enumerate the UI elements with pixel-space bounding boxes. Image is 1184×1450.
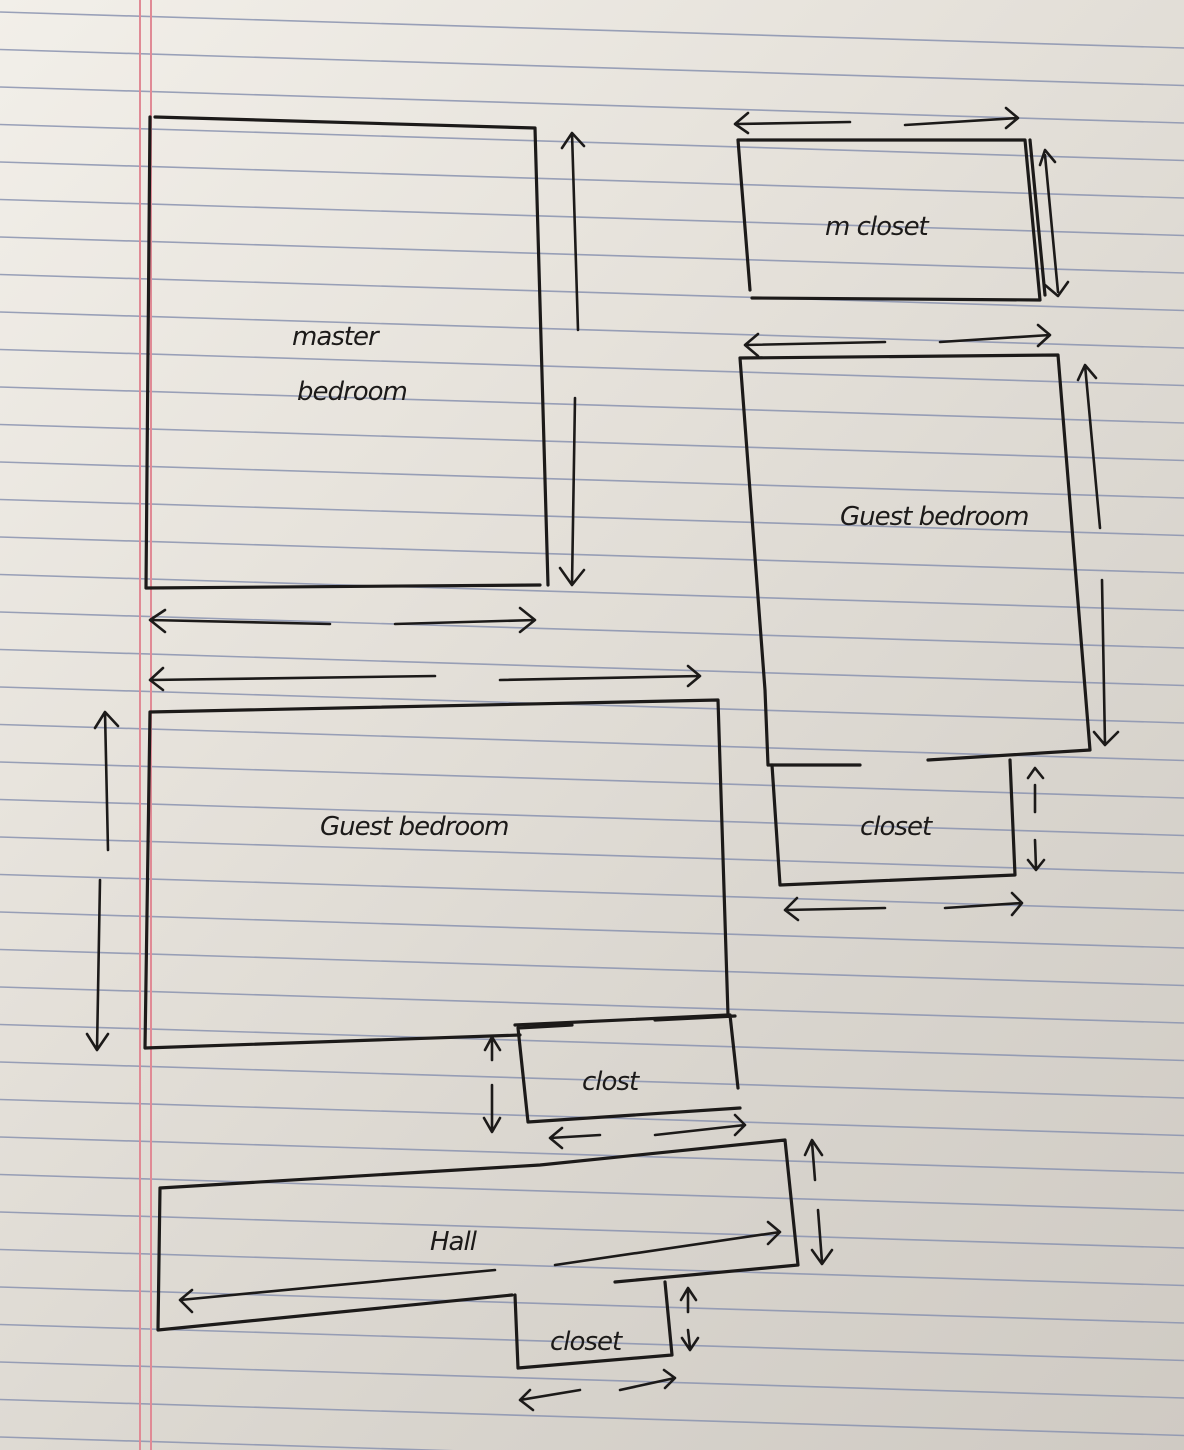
room-guest-bedroom-right: Guest bedroom [738,323,1120,767]
ruled-line [0,236,1184,274]
room-label: closet [860,812,933,842]
ruled-line [0,536,1184,574]
room-label: bedroom [297,377,407,407]
ruled-line [0,161,1184,199]
room-closet-right: closet [770,758,1046,922]
ruled-line [0,86,1184,124]
room-master-bedroom: master bedroom [144,115,586,634]
room-closet-bottom: closet [513,1280,700,1412]
room-label: closet [550,1327,623,1357]
room-label: Guest bedroom [840,502,1028,532]
ruled-line [0,1248,1184,1287]
ruled-line [0,761,1184,799]
room-label: Guest bedroom [320,812,508,842]
ruled-line [0,11,1184,49]
ruled-line [0,986,1184,1024]
ruled-line [0,311,1184,349]
paper-ruled-lines [0,11,1184,1450]
room-label: clost [582,1067,640,1097]
ruled-line [0,573,1184,612]
ruled-line [0,611,1184,649]
ruled-line [0,948,1184,987]
ruled-line [0,1173,1184,1212]
ruled-line [0,123,1184,162]
ruled-line [0,798,1184,837]
ruled-line [0,1136,1184,1174]
ruled-line [0,836,1184,874]
ruled-line [0,423,1184,462]
ruled-line [0,1211,1184,1249]
room-label: Hall [430,1227,478,1257]
ruled-line [0,386,1184,424]
ruled-line [0,1436,454,1450]
ruled-line [0,1023,1184,1062]
ruled-line [0,1061,1184,1099]
ruled-line [0,348,1184,387]
ruled-line [0,1398,1184,1437]
ruled-line [0,723,1184,762]
room-closet-middle: clost [482,1013,747,1150]
room-hall: Hall [156,1138,834,1332]
ruled-line [0,461,1184,499]
room-label: m closet [825,212,930,242]
room-guest-bedroom-left: Guest bedroom [85,664,730,1052]
room-master-closet: m closet [733,106,1070,302]
ruled-line [0,1286,1184,1324]
ruled-line [0,273,1184,312]
ruled-line [0,911,1184,949]
ruled-line [0,1361,1184,1399]
ruled-line [0,1323,1184,1362]
ruled-line [0,648,1184,687]
ruled-line [0,498,1184,537]
ruled-line [0,686,1184,724]
room-label: master [292,322,381,352]
ruled-line [0,48,1184,87]
ruled-line [0,198,1184,237]
